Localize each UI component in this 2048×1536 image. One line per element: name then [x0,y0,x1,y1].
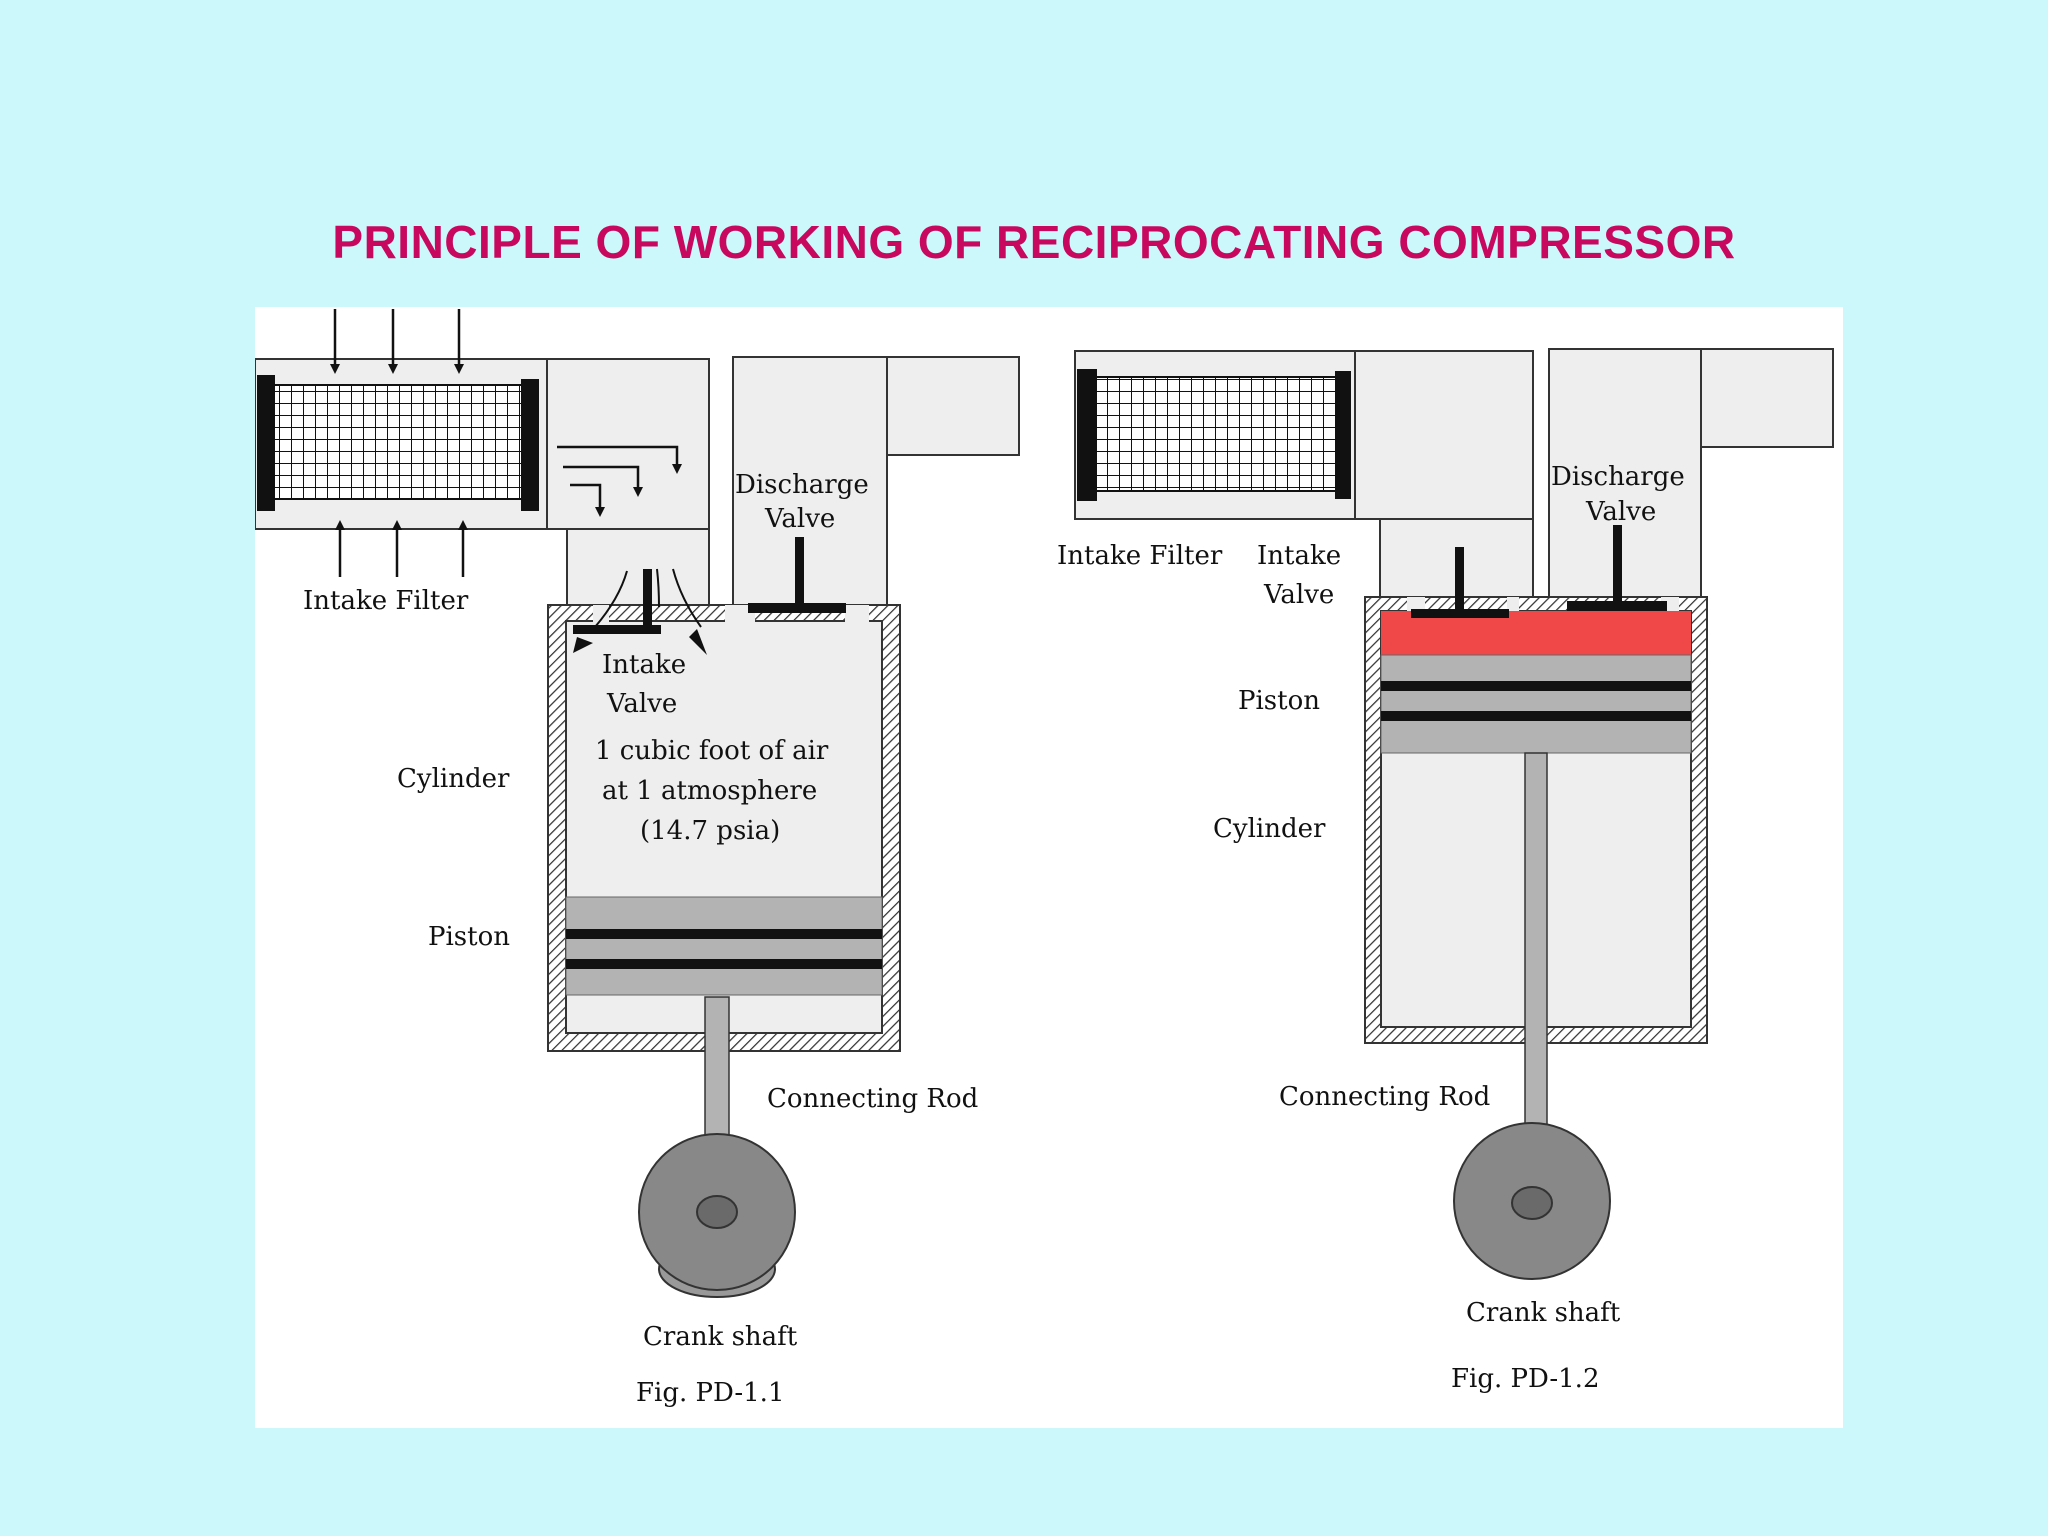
intake-valve-2 [1411,547,1509,618]
intake-valve-label-line1: Intake [602,650,686,680]
discharge-valve [748,537,846,613]
intake-valve [573,568,707,655]
intake-valve-label-2-line1: Intake [1257,541,1341,571]
figure-1: Intake Filter Discharge Valve [255,309,1020,1408]
piston-2 [1380,654,1692,754]
discharge-valve-label-2-line1: Discharge [1551,462,1685,492]
discharge-valve-label-line1: Discharge [735,470,869,500]
discharge-port-2 [1548,348,1834,604]
crankshaft-label: Crank shaft [643,1322,798,1352]
discharge-port [732,356,1020,606]
filter-inflow-arrows [330,309,468,577]
intake-filter-label-2: Intake Filter [1057,541,1223,571]
air-volume-text: 1 cubic foot of air [595,736,829,766]
crankshaft [638,1133,796,1298]
compressed-air [1381,611,1691,655]
connecting-rod-label: Connecting Rod [767,1084,978,1114]
intake-filter-2 [1074,350,1356,520]
manifold-flow-arrows [557,445,682,517]
crankshaft-label-2: Crank shaft [1466,1298,1621,1328]
intake-valve-label-line2: Valve [606,689,677,719]
intake-filter [255,358,548,530]
cylinder-label-2: Cylinder [1213,814,1326,844]
air-psia-text: (14.7 psia) [640,816,780,846]
discharge-valve-label-2-line2: Valve [1585,497,1656,527]
crankshaft-2 [1453,1122,1611,1280]
diagram-panel: Intake Filter Discharge Valve [255,307,1843,1428]
intake-manifold [546,358,710,606]
discharge-valve-2 [1567,525,1667,611]
intake-valve-label-2-line2: Valve [1263,580,1334,610]
air-pressure-text: at 1 atmosphere [602,776,817,806]
figure-1-caption: Fig. PD-1.1 [636,1378,784,1408]
intake-filter-label: Intake Filter [303,586,469,616]
discharge-valve-label-line2: Valve [764,504,835,534]
figure-2: Intake Filter Intake Valve Discharge Val… [1057,348,1834,1394]
piston [565,896,883,996]
figure-2-caption: Fig. PD-1.2 [1451,1364,1599,1394]
piston-label: Piston [428,922,510,952]
cylinder-label: Cylinder [397,764,510,794]
intake-manifold-2 [1354,350,1534,604]
piston-label-2: Piston [1238,686,1320,716]
compressor-diagram: Intake Filter Discharge Valve [255,309,1834,1408]
connecting-rod-label-2: Connecting Rod [1279,1082,1490,1112]
slide-title: PRINCIPLE OF WORKING OF RECIPROCATING CO… [332,216,1736,268]
